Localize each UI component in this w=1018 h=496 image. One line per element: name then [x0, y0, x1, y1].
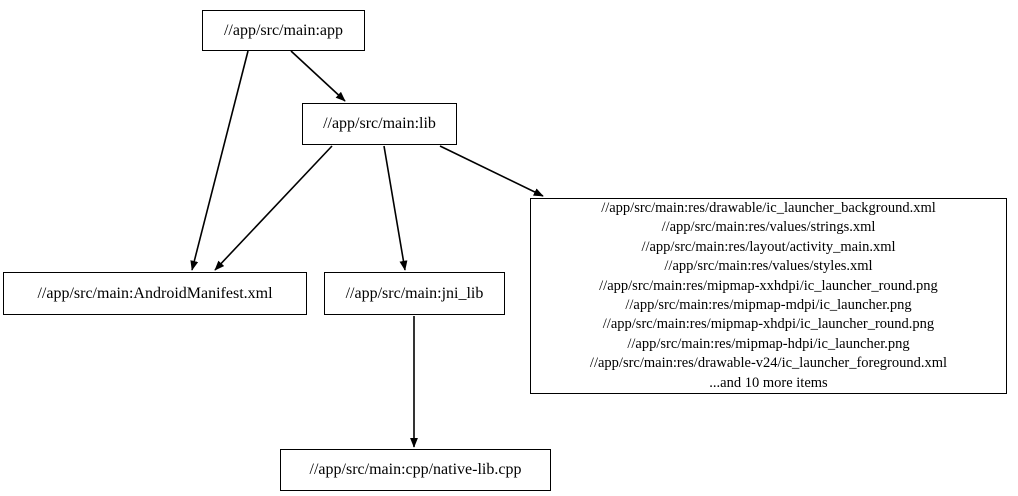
node-jni-lib-label: //app/src/main:jni_lib — [345, 284, 484, 302]
edge-app-to-lib — [290, 50, 346, 102]
node-lib[interactable]: //app/src/main:lib — [302, 103, 457, 145]
node-app-label: //app/src/main:app — [223, 21, 344, 39]
node-native-lib-cpp[interactable]: //app/src/main:cpp/native-lib.cpp — [280, 449, 551, 491]
edge-lib-to-jni-lib — [383, 145, 408, 271]
node-native-lib-cpp-label: //app/src/main:cpp/native-lib.cpp — [309, 461, 522, 478]
node-resources[interactable]: //app/src/main:res/drawable/ic_launcher_… — [530, 198, 1007, 394]
node-lib-label: //app/src/main:lib — [323, 115, 436, 132]
node-android-manifest[interactable]: //app/src/main:AndroidManifest.xml — [3, 272, 307, 315]
node-resources-label: //app/src/main:res/drawable/ic_launcher_… — [589, 199, 948, 391]
node-app[interactable]: //app/src/main:app — [202, 10, 365, 51]
node-android-manifest-label: //app/src/main:AndroidManifest.xml — [37, 284, 273, 302]
node-jni-lib[interactable]: //app/src/main:jni_lib — [324, 272, 505, 315]
edge-lib-to-manifest — [214, 145, 333, 271]
edge-lib-to-resources — [439, 145, 544, 197]
edge-app-to-manifest — [190, 50, 249, 271]
